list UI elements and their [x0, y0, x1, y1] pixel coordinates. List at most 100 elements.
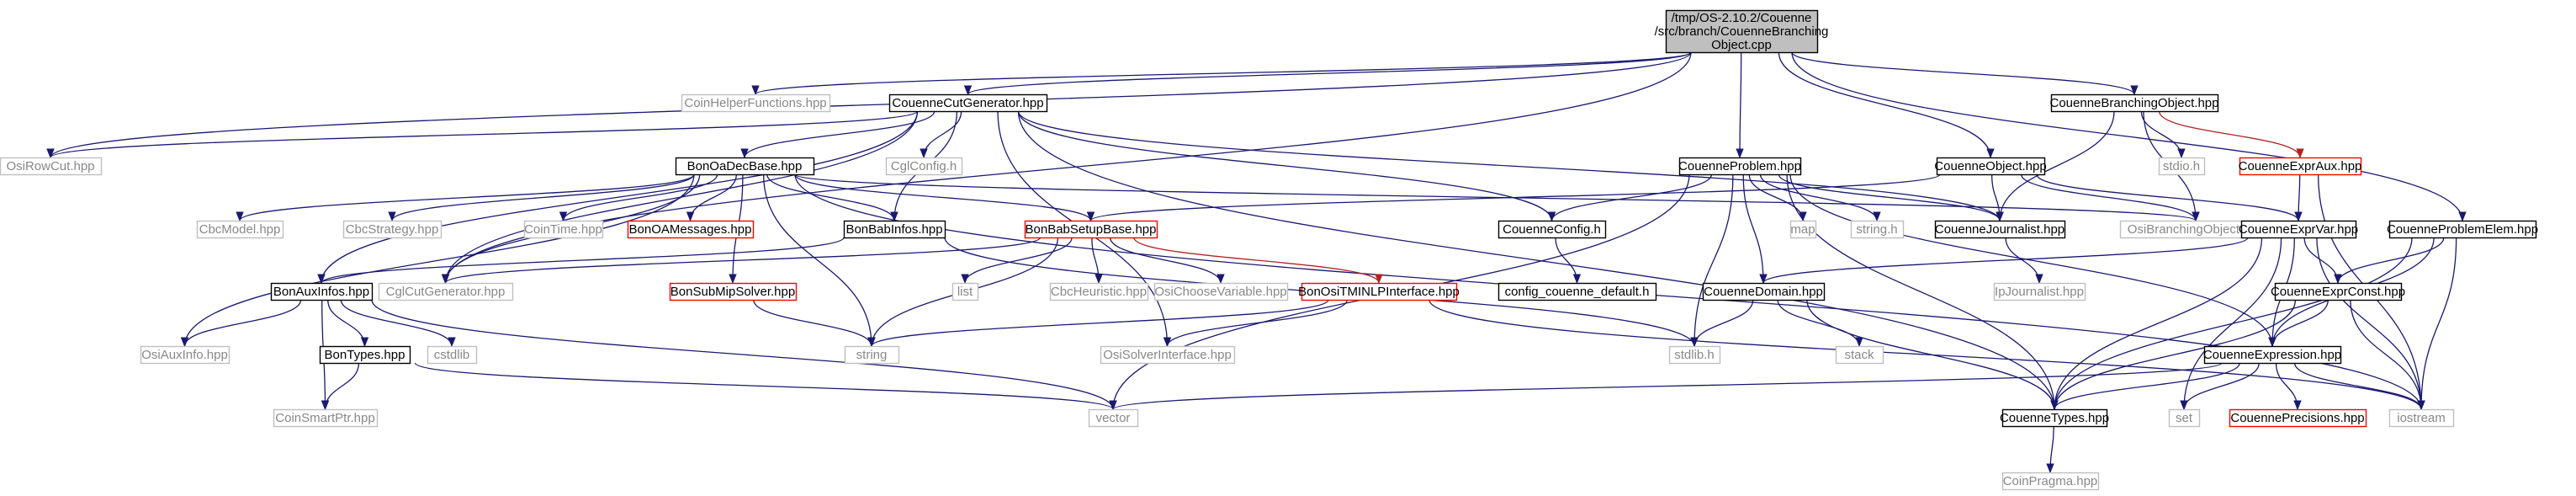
node-box	[2158, 157, 2206, 176]
edge-root-to-CouenneObject	[1778, 51, 1995, 159]
node-box	[1789, 220, 1817, 239]
node-BonTypes[interactable]: BonTypes.hpp	[319, 345, 411, 365]
edge-CouenneCutGenerator-to-CglConfig	[920, 110, 962, 159]
node-box	[2388, 220, 2537, 239]
node-box	[1702, 282, 1826, 301]
node-CouenneBranchingObject[interactable]: CouenneBranchingObject.hpp	[2050, 93, 2219, 113]
edge-BonBabSetupBase-to-list	[961, 237, 1073, 285]
node-label: iostream	[2397, 411, 2446, 425]
node-label: CbcStrategy.hpp	[346, 222, 439, 237]
node-box	[681, 93, 831, 113]
node-CouenneTypes[interactable]: CouenneTypes.hpp	[2000, 408, 2109, 428]
edge-CouenneExpression-to-set	[2180, 362, 2260, 411]
node-label: CouenneObject.hpp	[1934, 159, 2046, 173]
node-CbcHeuristic: CbcHeuristic.hpp	[1049, 282, 1149, 301]
node-box	[1497, 220, 1607, 239]
node-root[interactable]: /tmp/OS-2.10.2/Couenne/src/branch/Couenn…	[1655, 9, 1829, 54]
edge-CouenneProblem-to-CouenneJournalist	[1778, 173, 2004, 222]
edge-root-to-CouenneCutGenerator	[964, 51, 1692, 96]
node-box	[669, 282, 798, 301]
node-OsiRowCut: OsiRowCut.hpp	[0, 157, 103, 176]
node-box	[1668, 345, 1721, 365]
node-label: BonTypes.hpp	[325, 348, 405, 362]
edge-root-to-CouenneProblem	[1736, 51, 1744, 159]
node-BonBabInfos[interactable]: BonBabInfos.hpp	[843, 220, 946, 239]
edge-BonOaDecBase-to-string	[763, 173, 876, 348]
edge-BonAuxInfos-to-cstdlib	[340, 299, 456, 348]
node-label: CbcModel.hpp	[199, 222, 281, 237]
edge-CouenneObject-to-OsiBranchingObject	[2020, 173, 2200, 222]
node-label: CouenneCutGenerator.hpp	[892, 96, 1043, 110]
edge-BonOaDecBase-to-BonOAMessages	[686, 173, 737, 222]
node-CouenneCutGenerator[interactable]: CouenneCutGenerator.hpp	[888, 93, 1048, 113]
node-box	[196, 220, 284, 239]
node-iostream: iostream	[2388, 408, 2455, 428]
node-box	[1024, 220, 1158, 239]
node-label: BonBabInfos.hpp	[845, 222, 942, 237]
node-set: set	[2168, 408, 2201, 428]
node-box	[1497, 282, 1657, 301]
node-BonAuxInfos[interactable]: BonAuxInfos.hpp	[270, 282, 374, 301]
edge-root-to-CoinHelperFunctions	[751, 51, 1692, 96]
node-BonSubMipSolver[interactable]: BonSubMipSolver.hpp	[669, 282, 798, 301]
node-CouenneExprConst[interactable]: CouenneExprConst.hpp	[2271, 282, 2405, 301]
node-CouenneProblemElem[interactable]: CouenneProblemElem.hpp	[2387, 220, 2538, 239]
node-label: CoinSmartPtr.hpp	[275, 411, 374, 425]
edge-BonTypes-to-CoinSmartPtr	[321, 362, 360, 411]
node-string: string	[844, 345, 900, 365]
edge-BonBabSetupBase-to-CglCutGenerator	[442, 237, 1042, 285]
edge-BonOsiTMINLPInterface-to-iostream	[1428, 299, 2425, 411]
edge-CouenneExpression-to-CouennePrecisions	[2275, 362, 2302, 411]
edge-CouenneObject-to-BonBabSetupBase	[1087, 173, 1941, 222]
node-CouenneExprAux[interactable]: CouenneExprAux.hpp	[2239, 157, 2362, 176]
node-label: string	[856, 348, 888, 362]
node-stack: stack	[1835, 345, 1884, 365]
node-label: CoinTime.hpp	[524, 222, 602, 237]
node-CouenneJournalist[interactable]: CouenneJournalist.hpp	[1934, 220, 2066, 239]
node-label: vector	[1096, 411, 1131, 425]
edge-BonOaDecBase-to-CoinTime	[559, 173, 718, 222]
node-label: CoinPragma.hpp	[2003, 474, 2098, 488]
node-label: CouenneExprConst.hpp	[2271, 285, 2405, 299]
edge-CouenneExprConst-to-iostream	[2350, 299, 2425, 411]
node-CouenneExprVar[interactable]: CouenneExprVar.hpp	[2239, 220, 2358, 239]
node-BonOAMessages[interactable]: BonOAMessages.hpp	[627, 220, 755, 239]
node-box	[523, 220, 604, 239]
node-CglConfig: CglConfig.h	[885, 157, 963, 176]
node-box	[1100, 345, 1236, 365]
edge-CouenneExpression-to-vector	[1109, 362, 2223, 411]
edge-root-to-CouenneProblemElem	[1791, 51, 2467, 222]
node-label: BonAuxInfos.hpp	[273, 285, 369, 299]
node-CouenneProblem[interactable]: CouenneProblem.hpp	[1678, 157, 1802, 176]
node-BonOaDecBase[interactable]: BonOaDecBase.hpp	[675, 157, 815, 176]
node-box	[1665, 9, 1819, 54]
edge-CouenneProblem-to-CouenneTypes	[1786, 173, 2059, 411]
node-CouenneConfig[interactable]: CouenneConfig.h	[1497, 220, 1607, 239]
node-BonBabSetupBase[interactable]: BonBabSetupBase.hpp	[1024, 220, 1158, 239]
node-label: stdlib.h	[1674, 348, 1715, 362]
node-box	[1850, 220, 1905, 239]
node-CouennePrecisions[interactable]: CouennePrecisions.hpp	[2229, 408, 2367, 428]
edge-CouenneJournalist-to-IpJournalist	[2005, 237, 2043, 285]
node-CouenneObject[interactable]: CouenneObject.hpp	[1934, 157, 2047, 176]
edge-CouenneExprConst-to-CouenneTypes	[2050, 299, 2297, 411]
node-BonOsiTMINLPInterface[interactable]: BonOsiTMINLPInterface.hpp	[1298, 282, 1460, 301]
node-CouenneDomain[interactable]: CouenneDomain.hpp	[1702, 282, 1826, 301]
node-label: CglConfig.h	[891, 159, 957, 173]
edge-CouenneProblemElem-to-CouenneTypes	[2050, 237, 2413, 411]
edge-BonAuxInfos-to-OsiAuxInfo	[180, 299, 302, 348]
node-CoinPragma: CoinPragma.hpp	[2001, 472, 2100, 491]
node-cstdlib: cstdlib	[427, 345, 478, 365]
edge-CouenneConfig-to-config_couenne_default	[1555, 237, 1582, 285]
node-box	[427, 345, 478, 365]
node-box	[2168, 408, 2201, 428]
node-label: string.h	[1856, 222, 1897, 237]
edge-CouenneObject-to-CouenneExprVar	[2036, 173, 2303, 222]
edge-CouenneProblemElem-to-CouenneExprConst	[2334, 237, 2445, 285]
edge-BonAuxInfos-to-BonTypes	[327, 299, 369, 348]
node-config_couenne_default[interactable]: config_couenne_default.h	[1497, 282, 1657, 301]
node-CouenneExpression[interactable]: CouenneExpression.hpp	[2203, 345, 2342, 365]
node-box	[378, 282, 514, 301]
edge-CouenneBranchingObject-to-stdio	[2140, 110, 2186, 159]
